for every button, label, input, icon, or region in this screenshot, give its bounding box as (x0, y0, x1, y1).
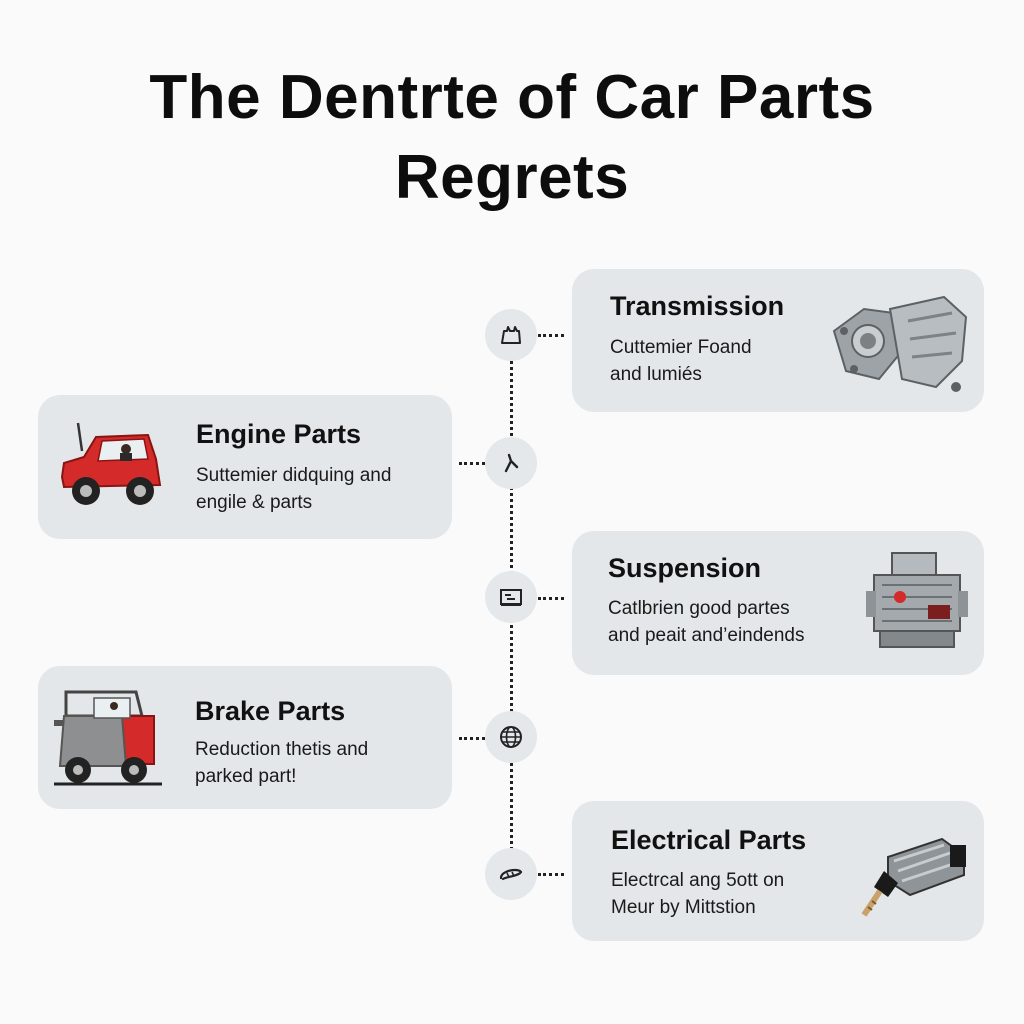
engine-assembly-image (866, 552, 968, 648)
card-title: Transmission (610, 291, 785, 321)
transmission-part-image (832, 295, 968, 392)
engine-block-icon (500, 589, 522, 606)
card-electrical-parts: Electrical Parts Electrcal ang 5ott on M… (572, 801, 984, 941)
card-title: Suspension (608, 553, 762, 583)
wrench-icon (504, 453, 519, 473)
connector-engine (459, 462, 485, 465)
cable-icon (499, 868, 523, 881)
connector-transmission (538, 334, 564, 337)
globe-icon-node (485, 711, 537, 763)
card-description: Catlbrien good partes and peait and’eind… (608, 598, 805, 646)
globe-icon (500, 726, 522, 748)
card-engine-parts: Engine Parts Suttemier didquing and engi… (38, 395, 452, 539)
engine-block-icon-node (485, 571, 537, 623)
connector-electrical (538, 873, 564, 876)
connector-brake (459, 737, 485, 740)
battery-icon (501, 326, 521, 344)
card-description: Reduction thetis and parked part! (195, 739, 369, 787)
cable-icon-node (485, 848, 537, 900)
title-line-2: Regrets (394, 143, 630, 212)
card-title: Electrical Parts (611, 825, 807, 855)
card-description: Electrcal ang 5ott on Meur by Mittstion (611, 870, 785, 918)
ignition-coil-image (861, 837, 966, 917)
battery-icon-node (485, 309, 537, 361)
card-title: Brake Parts (195, 696, 346, 726)
card-description: Cuttemier Foand and lumiés (610, 337, 752, 385)
wrench-icon-node (485, 437, 537, 489)
red-utility-vehicle-image (54, 690, 162, 786)
card-transmission: Transmission Cuttemier Foand and lumiés (572, 269, 984, 412)
card-suspension: Suspension Catlbrien good partes and pea… (572, 531, 984, 675)
card-brake-parts: Brake Parts Reduction thetis and parked … (38, 666, 452, 809)
connector-suspension (538, 597, 564, 600)
card-description: Suttemier didquing and engile & parts (196, 465, 392, 513)
card-title: Engine Parts (196, 419, 362, 449)
title-line-1: The Dentrte of Car Parts (149, 63, 875, 132)
page-title: The Dentrte of Car Parts Regrets (0, 58, 1024, 218)
red-car-image (60, 422, 162, 505)
